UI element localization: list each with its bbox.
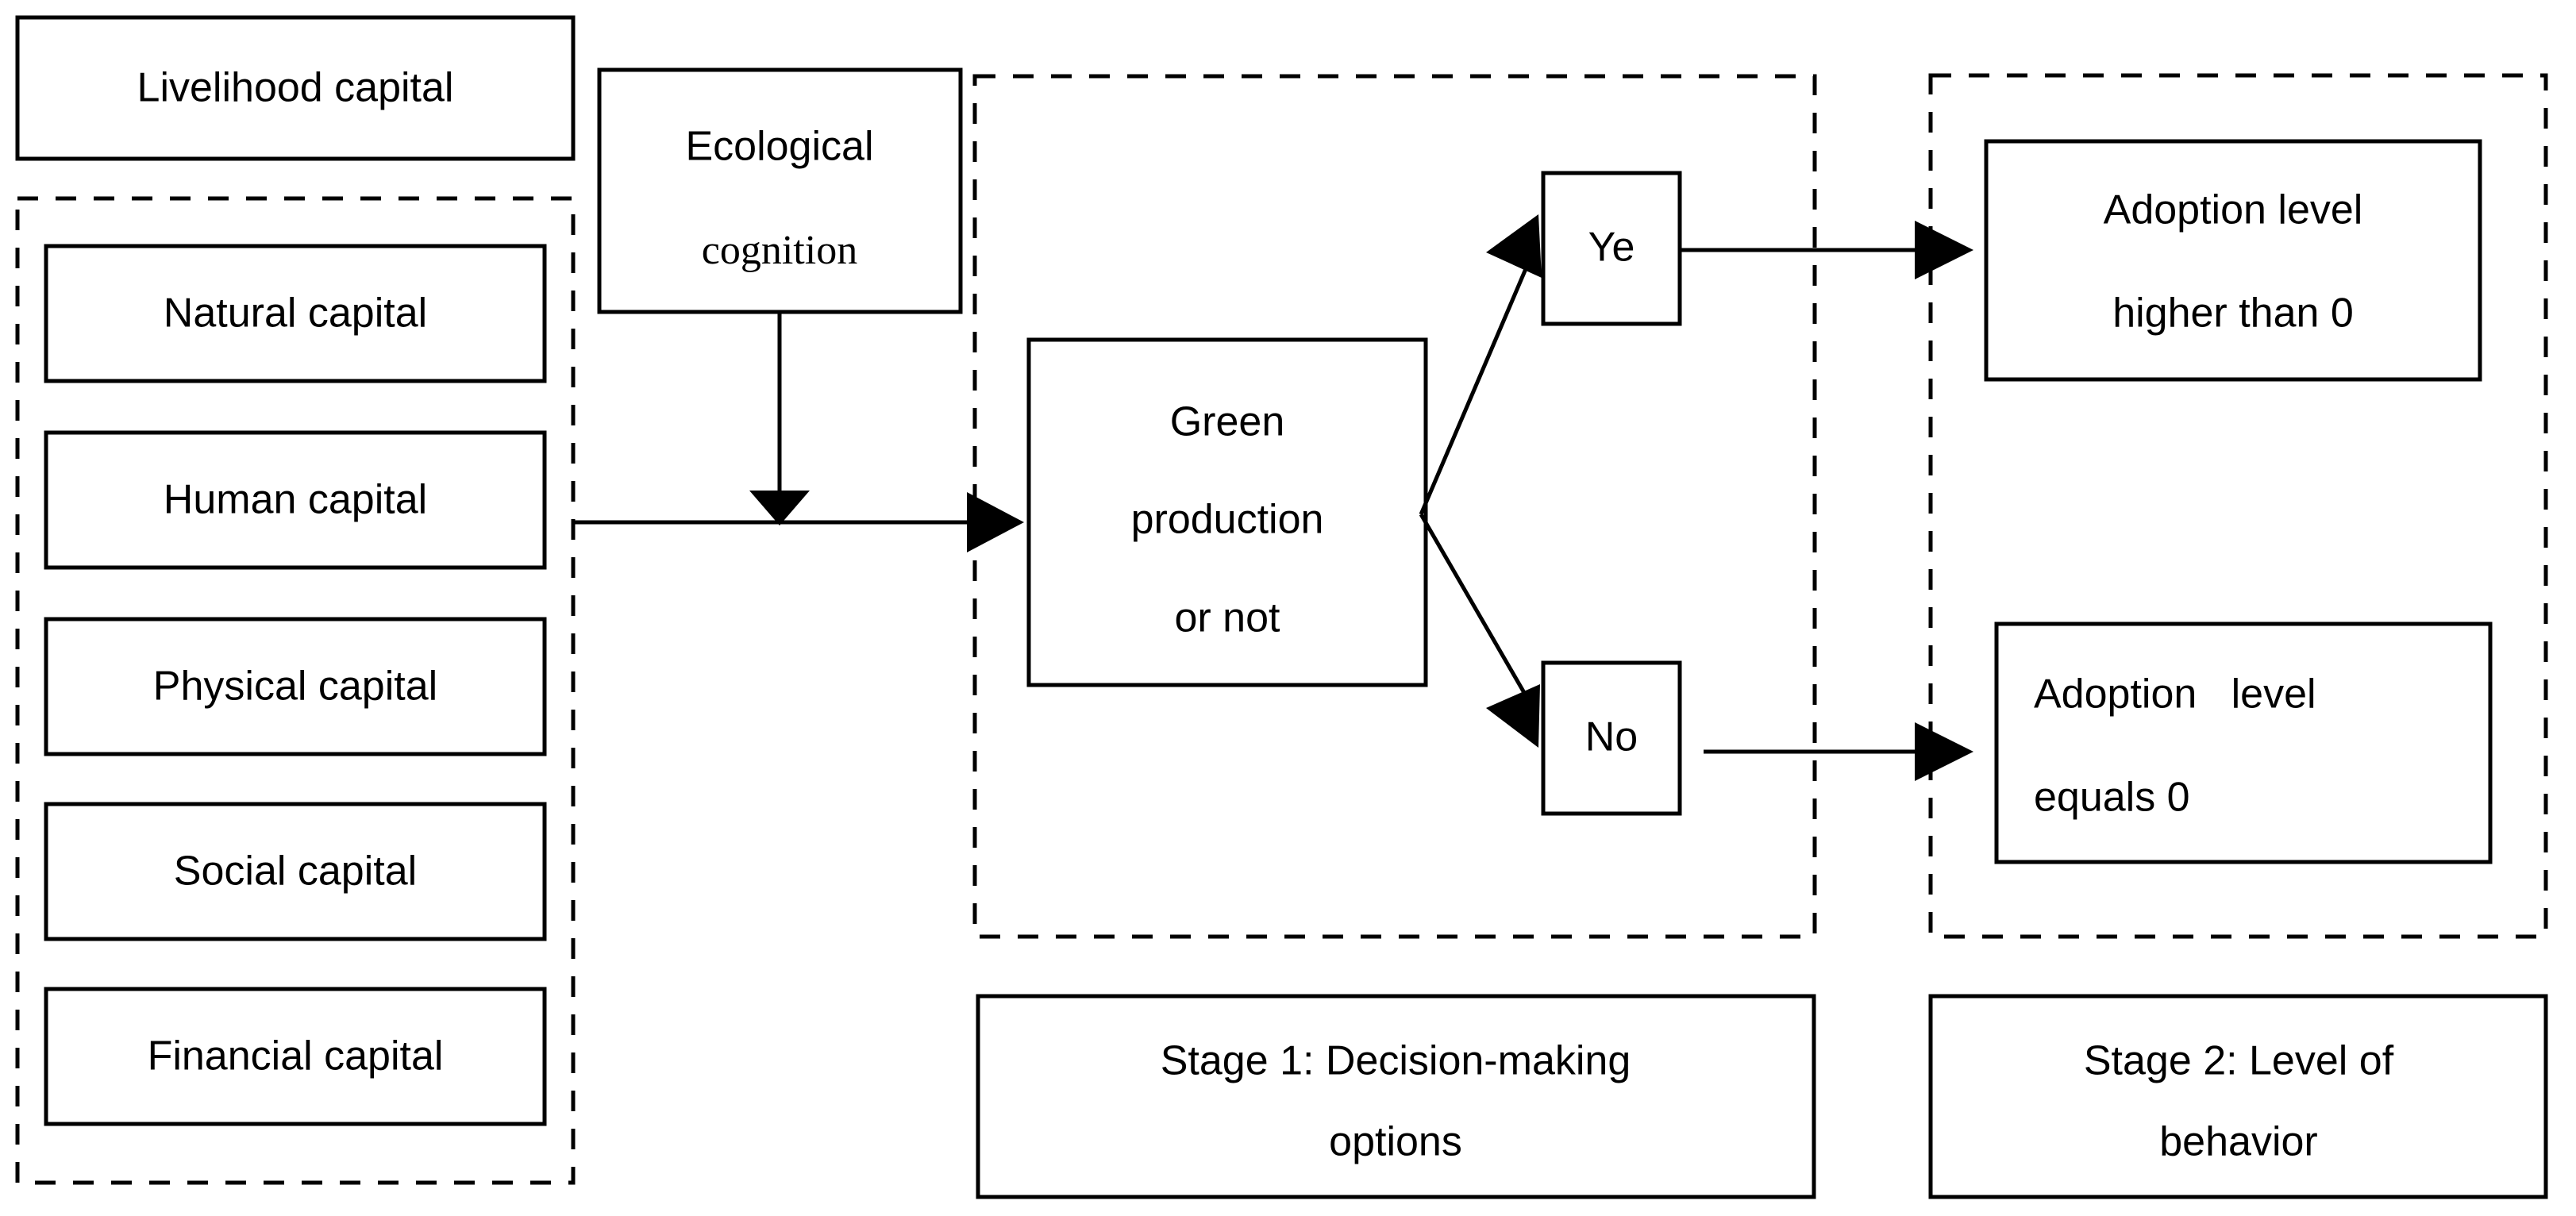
no-to-outcome-arrow [1704, 722, 1973, 781]
capital-group-dashed-container [15, 196, 576, 1185]
cognition-to-flow-arrow [749, 312, 810, 525]
green-production-line3: or not [1175, 595, 1281, 641]
no-box[interactable]: No [1541, 660, 1682, 816]
livelihood-capital-label: Livelihood capital [137, 65, 454, 111]
outcome-high-box[interactable]: Adoption level higher than 0 [1984, 139, 2482, 382]
social-capital-label: Social capital [174, 849, 417, 895]
outcome-zero-box[interactable]: Adoption level equals 0 [1994, 621, 2493, 864]
no-label: No [1585, 714, 1638, 760]
human-capital-box[interactable]: Human capital [44, 430, 547, 570]
physical-capital-label: Physical capital [153, 664, 437, 710]
natural-capital-box[interactable]: Natural capital [44, 244, 547, 383]
social-capital-box[interactable]: Social capital [44, 802, 547, 941]
capital-to-decision-arrow [575, 492, 1024, 552]
outcome-high-line2: higher than 0 [2112, 291, 2354, 337]
financial-capital-label: Financial capital [148, 1033, 444, 1079]
yes-label: Ye [1588, 225, 1635, 271]
outcome-zero-line1: Adoption level [2034, 671, 2316, 718]
livelihood-capital-box[interactable]: Livelihood capital [15, 15, 576, 161]
green-production-line2: production [1131, 497, 1324, 543]
ecological-cognition-line1: Ecological [685, 124, 873, 170]
stage2-caption-box: Stage 2: Level of behavior [1928, 994, 2548, 1199]
outcome-zero-line2: equals 0 [2034, 775, 2190, 821]
yes-box[interactable]: Ye [1541, 171, 1682, 326]
outcome-high-line1: Adoption level [2104, 187, 2363, 233]
financial-capital-box[interactable]: Financial capital [44, 987, 547, 1126]
stage2-caption-line1: Stage 2: Level of [2084, 1038, 2394, 1084]
green-production-line1: Green [1170, 399, 1285, 445]
decision-to-no-arrow [1419, 513, 1540, 748]
ecological-cognition-box[interactable]: Ecological cognition [597, 67, 963, 314]
green-production-decision-box[interactable]: Green production or not [1026, 337, 1428, 687]
human-capital-label: Human capital [164, 477, 427, 523]
stage1-dashed-container [972, 74, 1817, 939]
natural-capital-label: Natural capital [164, 291, 427, 337]
ecological-cognition-line2: cognition [702, 228, 857, 273]
stage2-dashed-container [1928, 73, 2548, 939]
stage1-caption-box: Stage 1: Decision-making options [976, 994, 1816, 1199]
physical-capital-box[interactable]: Physical capital [44, 617, 547, 756]
stage1-caption-line1: Stage 1: Decision-making [1161, 1038, 1631, 1084]
stage1-caption-line2: options [1329, 1119, 1462, 1165]
decision-to-yes-arrow [1419, 214, 1542, 515]
stage2-caption-line2: behavior [2159, 1119, 2317, 1165]
